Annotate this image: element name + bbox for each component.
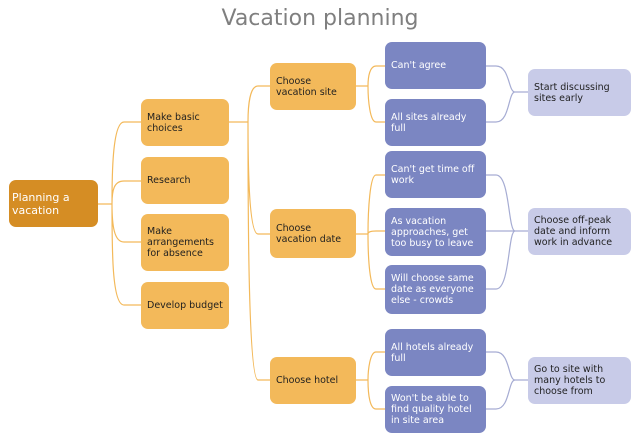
node-research: Research (141, 157, 229, 204)
node-label: Make basic choices (147, 111, 200, 134)
node-label: Go to site with many hotels to choose fr… (534, 364, 606, 397)
node-cant-get-time-off: Can't get time off work (385, 151, 486, 198)
root-label: Planning a vacation (12, 190, 70, 217)
node-label: Choose off-peak date and inform work in … (534, 215, 613, 248)
node-label: Research (147, 175, 191, 186)
node-choose-off-peak: Choose off-peak date and inform work in … (528, 208, 631, 255)
node-too-busy: As vacation approaches, get too busy to … (385, 208, 486, 256)
node-label: Choose hotel (276, 375, 339, 386)
node-choose-hotel: Choose hotel (270, 357, 356, 404)
node-label: Choose vacation date (276, 222, 342, 245)
node-label: Start discussing sites early (534, 81, 610, 104)
node-label: All hotels already full (391, 341, 474, 364)
node-crowds: Will choose same date as everyone else -… (385, 265, 486, 314)
node-choose-vacation-date: Choose vacation date (270, 209, 356, 258)
node-label: Can't agree (391, 60, 447, 71)
node-label: Won't be able to find quality hotel in s… (391, 393, 472, 426)
node-label: All sites already full (391, 111, 467, 134)
node-label: Make arrangements for absence (147, 226, 214, 259)
root-node: Planning a vacation (9, 180, 98, 227)
node-choose-vacation-site: Choose vacation site (270, 63, 356, 110)
node-all-sites-full: All sites already full (385, 99, 486, 146)
node-cant-agree: Can't agree (385, 42, 486, 89)
node-label: Can't get time off work (391, 163, 475, 186)
node-many-hotels: Go to site with many hotels to choose fr… (528, 357, 631, 404)
node-make-arrangements: Make arrangements for absence (141, 214, 229, 271)
node-make-basic-choices: Make basic choices (141, 99, 229, 146)
node-label: Choose vacation site (276, 75, 337, 98)
node-no-quality-hotel: Won't be able to find quality hotel in s… (385, 386, 486, 433)
node-label: Will choose same date as everyone else -… (391, 273, 474, 306)
node-label: Develop budget (147, 300, 223, 311)
node-start-discussing-early: Start discussing sites early (528, 69, 631, 116)
page-title: Vacation planning (221, 6, 419, 31)
node-develop-budget: Develop budget (141, 282, 229, 329)
node-all-hotels-full: All hotels already full (385, 329, 486, 376)
node-label: As vacation approaches, get too busy to … (391, 215, 474, 249)
